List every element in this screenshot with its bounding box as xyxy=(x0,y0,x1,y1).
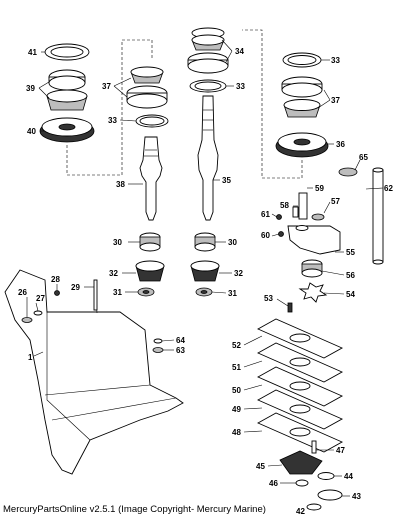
callout-1: 1 xyxy=(28,353,33,362)
right-shaft-assembly xyxy=(242,29,329,179)
callout-27: 27 xyxy=(36,294,45,303)
callout-39: 39 xyxy=(26,84,35,93)
callout-28: 28 xyxy=(51,275,60,284)
callout-31b: 31 xyxy=(228,289,237,298)
callout-46: 46 xyxy=(269,479,278,488)
callout-labels: 41 39 40 37 33 38 34 33 35 33 37 36 65 6… xyxy=(18,47,393,516)
callout-58: 58 xyxy=(280,201,289,210)
callout-52: 52 xyxy=(232,341,241,350)
callout-61: 61 xyxy=(261,210,270,219)
screw-61 xyxy=(276,214,282,220)
leader-lines xyxy=(26,39,384,497)
callout-37a: 37 xyxy=(102,82,111,91)
callout-30b: 30 xyxy=(228,238,237,247)
screw-60 xyxy=(278,231,284,237)
callout-54: 54 xyxy=(346,290,355,299)
callout-62: 62 xyxy=(384,184,393,193)
center-shaft-assembly xyxy=(187,27,229,297)
callout-42: 42 xyxy=(296,507,305,516)
pin-47 xyxy=(311,440,317,454)
callout-32a: 32 xyxy=(109,269,118,278)
grommet-65 xyxy=(338,167,358,177)
callout-65: 65 xyxy=(359,153,368,162)
callout-60: 60 xyxy=(261,231,270,240)
pump-housing-55 xyxy=(287,225,341,255)
key-53 xyxy=(287,302,293,313)
cover-45 xyxy=(279,450,323,475)
gasket-stack xyxy=(256,318,344,511)
callout-63: 63 xyxy=(176,346,185,355)
ring-43 xyxy=(317,489,343,501)
copyright-caption: MercuryPartsOnline v2.5.1 (Image Copyrig… xyxy=(3,504,266,515)
callout-55: 55 xyxy=(346,248,355,257)
tube-59 xyxy=(298,192,308,220)
callout-29: 29 xyxy=(71,283,80,292)
callout-33b: 33 xyxy=(236,82,245,91)
washer-63 xyxy=(152,347,164,353)
callout-40: 40 xyxy=(27,127,36,136)
callout-49: 49 xyxy=(232,405,241,414)
callout-44: 44 xyxy=(344,472,353,481)
washer-46 xyxy=(295,479,309,487)
housing-body-1 xyxy=(4,269,184,475)
callout-47: 47 xyxy=(336,446,345,455)
washer-27 xyxy=(33,310,43,316)
washer-64 xyxy=(153,338,163,344)
callout-41: 41 xyxy=(28,48,37,57)
callout-59: 59 xyxy=(315,184,324,193)
callout-50: 50 xyxy=(232,386,241,395)
callout-64: 64 xyxy=(176,336,185,345)
callout-53: 53 xyxy=(264,294,273,303)
callout-48: 48 xyxy=(232,428,241,437)
pin-58 xyxy=(292,206,299,218)
impeller-54 xyxy=(298,282,328,303)
callout-35: 35 xyxy=(222,176,231,185)
seal-44 xyxy=(317,472,335,480)
callout-57: 57 xyxy=(331,197,340,206)
callout-31a: 31 xyxy=(113,288,122,297)
callout-37b: 37 xyxy=(331,96,340,105)
callout-30a: 30 xyxy=(113,238,122,247)
callout-33c: 33 xyxy=(331,56,340,65)
seal-57 xyxy=(311,213,325,221)
shaft-35 xyxy=(197,95,219,221)
nut-28 xyxy=(54,290,60,296)
callout-51: 51 xyxy=(232,363,241,372)
callout-32b: 32 xyxy=(234,269,243,278)
callout-56: 56 xyxy=(346,271,355,280)
callout-36: 36 xyxy=(336,140,345,149)
gear-housing xyxy=(4,269,184,475)
tube-62 xyxy=(372,169,384,263)
left-shaft-assembly xyxy=(39,39,169,297)
callout-38: 38 xyxy=(116,180,125,189)
callout-33a: 33 xyxy=(108,116,117,125)
shaft-38 xyxy=(139,136,163,221)
nut-26 xyxy=(21,317,33,323)
stud-29 xyxy=(93,279,98,311)
callout-43: 43 xyxy=(352,492,361,501)
water-pump-assembly xyxy=(276,167,384,313)
callout-34: 34 xyxy=(235,47,244,56)
callout-45: 45 xyxy=(256,462,265,471)
callout-26: 26 xyxy=(18,288,27,297)
